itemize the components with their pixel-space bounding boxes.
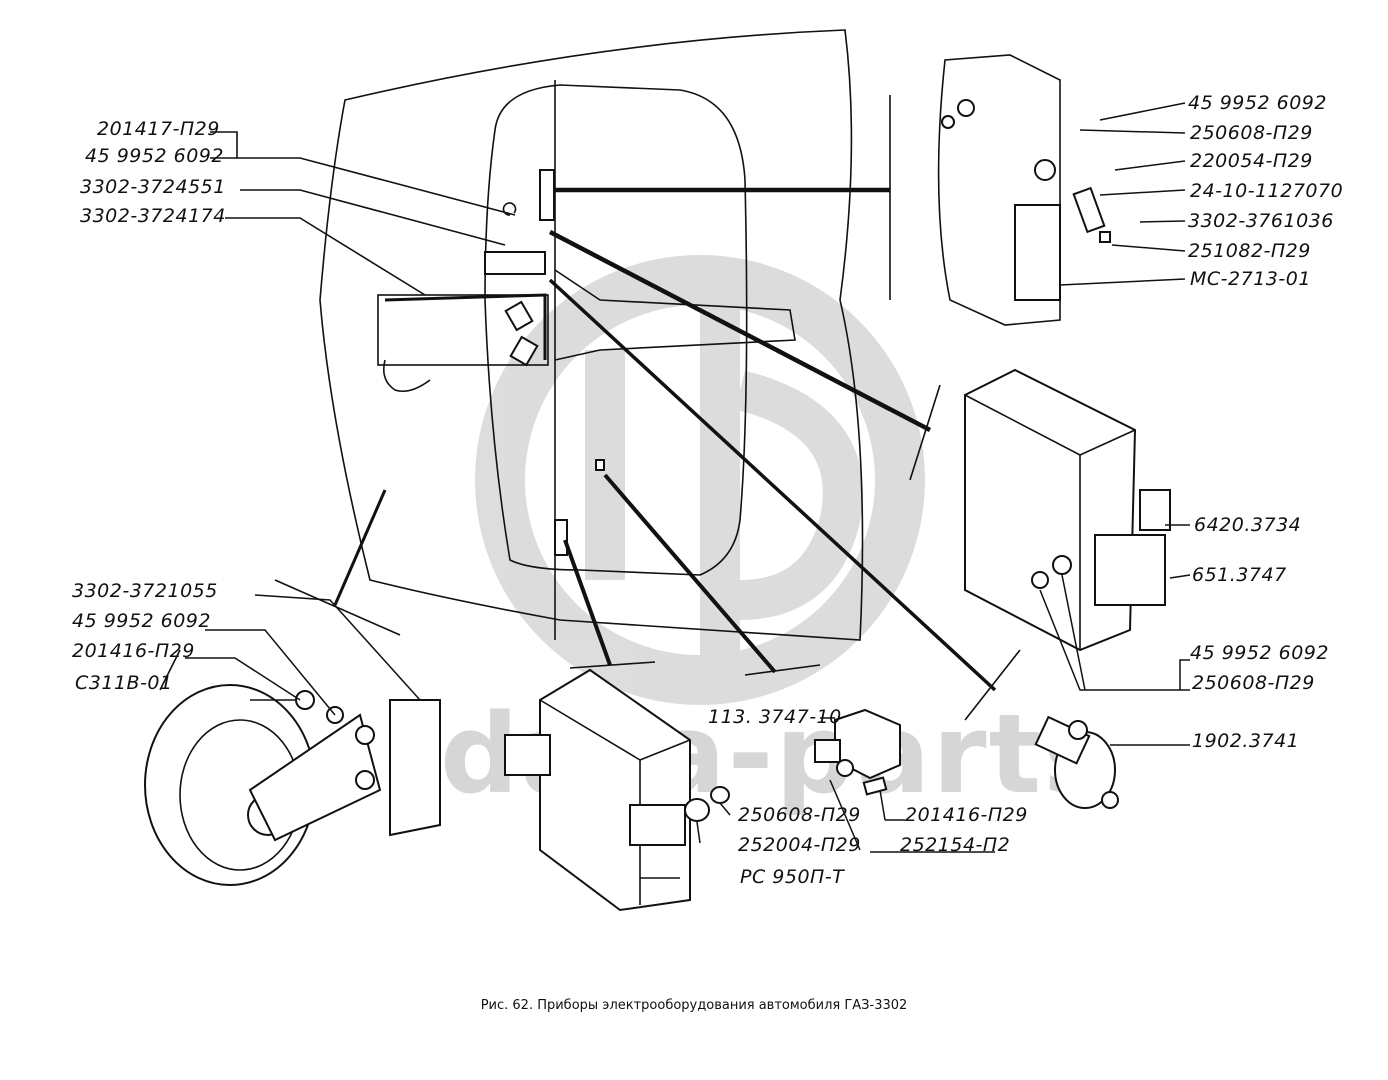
label-113-3747-10: 113. 3747-10 [708,706,842,728]
label-252154-p2: 252154-П2 [900,834,1011,856]
label-45-9952-6092-rm: 45 9952 6092 [1190,642,1329,664]
label-3302-3721055: 3302-3721055 [72,580,218,602]
label-252004-p29: 252004-П29 [738,834,861,856]
label-220054-p29: 220054-П29 [1190,150,1313,172]
label-251082-p29: 251082-П29 [1188,240,1311,262]
figure-caption: Рис. 62. Приборы электрооборудования авт… [480,998,908,1013]
headlight-switch-assembly [937,54,1111,326]
label-1902-3741: 1902.3741 [1192,730,1300,752]
label-201416-p29-bl: 201416-П29 [72,640,195,662]
label-201417-p29: 201417-П29 [97,118,220,140]
label-45-9952-6092-bl: 45 9952 6092 [72,610,211,632]
label-3302-3761036: 3302-3761036 [1188,210,1334,232]
horn-assembly [144,649,441,886]
control-unit-box [964,368,1171,652]
label-250608-p29-tr: 250608-П29 [1190,122,1313,144]
label-6420-3734: 6420.3734 [1194,514,1302,536]
label-651-3747: 651.3747 [1192,564,1287,586]
label-250608-p29-bc: 250608-П29 [738,804,861,826]
label-45-9952-6092: 45 9952 6092 [85,145,224,167]
label-3302-3724174: 3302-3724174 [80,205,226,227]
label-3302-3724551: 3302-3724551 [80,176,226,198]
label-24-10-1127070: 24-10-1127070 [1190,180,1344,202]
label-mc-2713-01: МС-2713-01 [1190,268,1311,290]
relay-box [504,668,730,912]
label-45-9952-6092-tr: 45 9952 6092 [1188,92,1327,114]
watermark-logo [475,255,925,705]
label-250608-p29-rm: 250608-П29 [1192,672,1315,694]
wiring-harness [377,169,605,556]
pressure-sensor [1034,715,1119,809]
label-pc-950p-t: РС 950П-Т [740,866,845,888]
label-201416-p29-bc: 201416-П29 [905,804,1028,826]
label-c311b-01: С311В-01 [75,672,173,694]
